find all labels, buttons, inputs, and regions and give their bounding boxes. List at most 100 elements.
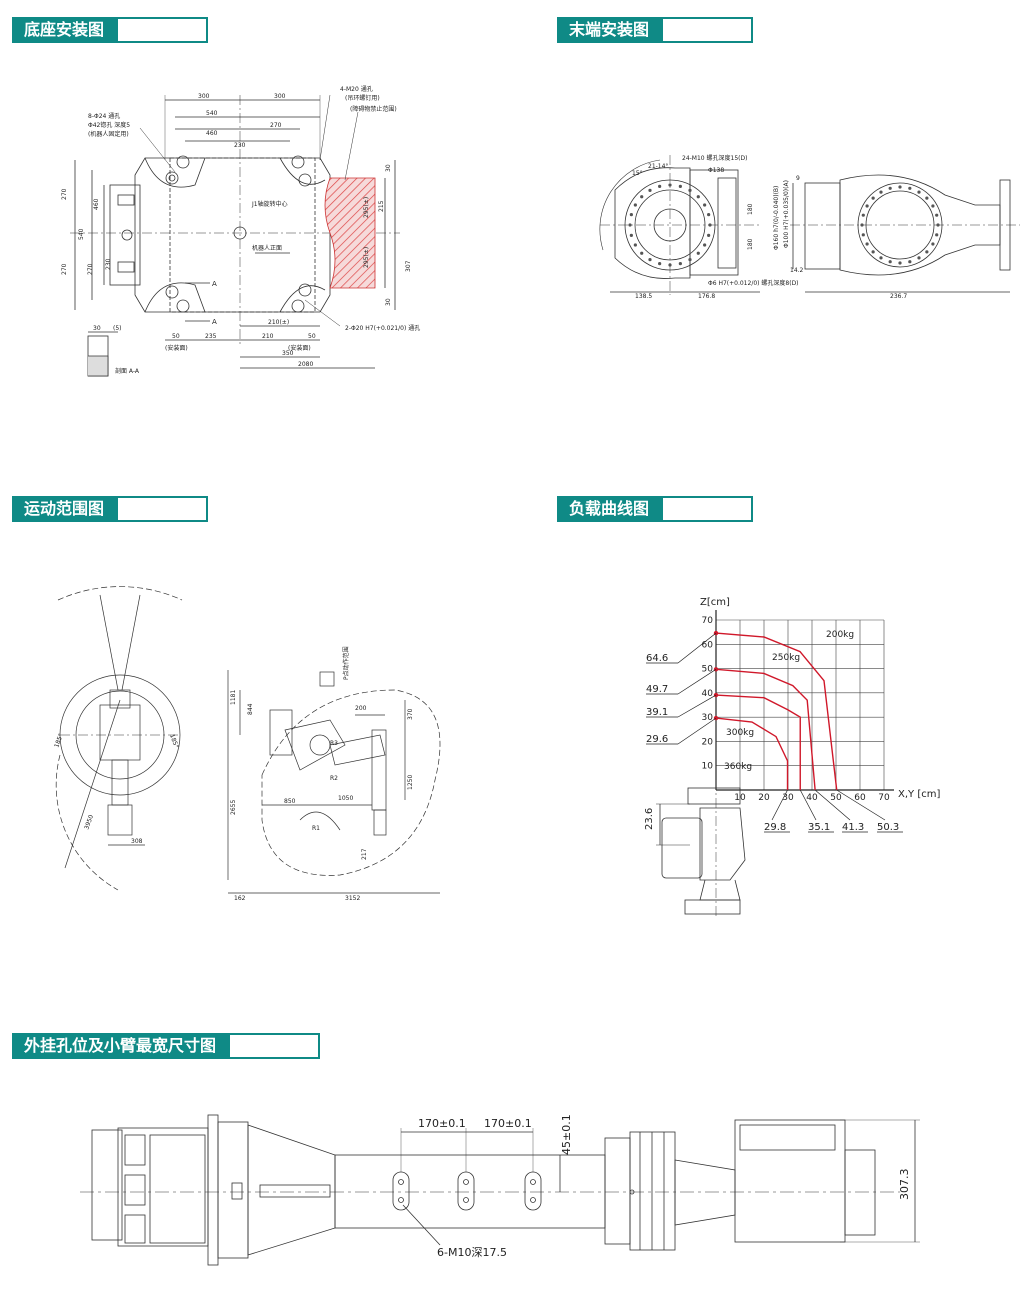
dim-left-4: 230 [105, 258, 112, 270]
chart-grid [715, 610, 894, 791]
header-base-title: 底座安装图 [12, 17, 119, 43]
chart-left-value-0: 64.6 [646, 653, 668, 664]
dim-top-1: 300 [274, 93, 286, 100]
motion-side-inner [299, 811, 341, 831]
mount-motor-cap-2 [124, 1174, 146, 1206]
end-side-bolt-hole [917, 256, 921, 260]
motion-top-robot-body [99, 704, 141, 761]
end-bolt-hole [678, 184, 682, 188]
end-side-bolt-hole [888, 186, 892, 190]
motion-side-p-point [319, 671, 335, 687]
note-front: 机器人正面 [252, 244, 282, 252]
base-hole-7 [291, 299, 305, 313]
section-dim-1: (5) [113, 325, 122, 332]
end-bolt-hole [640, 195, 644, 199]
mount-wrist-neck [674, 1159, 736, 1226]
end-bolt-hole [633, 243, 637, 247]
end-side-bolt-hole [908, 186, 912, 190]
end-side-bolt-hole [860, 223, 864, 227]
dim-bot-2: 210 [262, 333, 274, 340]
end-dia-side-1: Φ160 h7(0/-0.040)(B) [773, 186, 780, 250]
mount-hole-2 [398, 1197, 404, 1203]
mount-label-width: 307.3 [898, 1169, 911, 1201]
end-side-plate [804, 182, 841, 270]
chart-series-200kg [715, 632, 838, 791]
motion-side-label-0: 1181 [230, 690, 237, 705]
chart-ylabel: Z[cm] [700, 597, 730, 608]
base-boss-bl [144, 282, 206, 313]
note-forbid: (障碍物禁止范围) [350, 105, 397, 113]
end-bolt-hole [703, 243, 707, 247]
header-motion-title: 运动范围图 [12, 496, 119, 522]
mount-arm-rib [259, 1184, 331, 1198]
chart-robot-motor [661, 817, 703, 879]
dim-top-5: 230 [234, 142, 246, 149]
dim-bot-1: 235 [205, 333, 217, 340]
chart-x-tick: 50 [830, 793, 842, 803]
motion-top-robot-arm [111, 759, 129, 806]
end-bolt-hole [703, 203, 707, 207]
chart-robot-neck [699, 879, 741, 901]
end-drawing-text: 24-M10 螺孔深度15(D) Φ138 15° 21-14° Φ6 H7(+… [632, 154, 907, 300]
chart-left-value-2: 39.1 [646, 707, 668, 718]
base-inner-dash [169, 157, 316, 313]
mount-flange-1 [207, 1114, 219, 1266]
series-label-250kg: 250kg [772, 653, 800, 663]
base-boss-tl [144, 157, 206, 188]
end-side-bolt-hole [871, 196, 875, 200]
end-motor-inner [717, 177, 737, 269]
dim-top-4: 460 [206, 130, 218, 137]
end-note-m10: 24-M10 螺孔深度15(D) [682, 154, 747, 162]
chart-bottom-leader [836, 789, 886, 821]
mount-flange-mark [231, 1182, 243, 1200]
motion-top-robot-head [109, 689, 131, 709]
chart-xlabel: X,Y [cm] [898, 789, 940, 800]
leader-m20 [319, 94, 331, 161]
motion-side-label-3: 850 [284, 798, 296, 805]
end-bolt-hole [708, 223, 712, 227]
end-bolt-hole [696, 195, 700, 199]
end-dim-bot-1: 176.8 [698, 293, 715, 300]
motion-side-label-8: 217 [361, 848, 368, 860]
motion-top-radius [64, 699, 121, 869]
dim-left-1: 540 [78, 228, 85, 240]
motion-top-robot-wrist [107, 804, 133, 836]
dim-top-2: 540 [206, 110, 218, 117]
dim-left-3: 460 [93, 198, 100, 210]
mount-hole-5 [530, 1179, 536, 1185]
chart-robot-flange [684, 899, 741, 915]
motion-drawing-text: 185° 185° 3950 308 1181 844 2655 850 105… [53, 646, 414, 902]
mount-flange-2 [217, 1121, 249, 1259]
note-m20-sub: (吊环螺钉用) [345, 94, 380, 102]
end-dia-side-2: Φ100 H7(+0.035/0)(A) [783, 180, 790, 248]
motion-top-ray-2 [121, 594, 141, 691]
end-bolt-hole [658, 262, 662, 266]
end-side-bolt-hole [865, 242, 869, 246]
end-dim-bot-0: 138.5 [635, 293, 652, 300]
chart-series-360kg [715, 717, 789, 790]
motion-side-upper-arm [284, 719, 346, 771]
chart-robot-wrist [687, 787, 741, 805]
chart-y-tick: 30 [702, 713, 714, 723]
chart-y-tick: 70 [702, 616, 714, 626]
mount-hole-6 [530, 1197, 536, 1203]
chart-left-leader [677, 694, 717, 718]
end-drawing [599, 155, 1020, 295]
base-hole-8 [298, 283, 312, 297]
end-bolt-hole [658, 184, 662, 188]
chart-series-300kg [715, 694, 801, 790]
mount-hole-4 [463, 1197, 469, 1203]
chart-bottom-leader [814, 789, 851, 821]
end-side-bolt-hole [879, 190, 883, 194]
header-end-box [663, 17, 754, 43]
load-chart-robot [656, 780, 746, 918]
end-bolt-hole [628, 223, 632, 227]
base-left-slot-2 [117, 261, 135, 273]
end-holes [628, 183, 940, 267]
dim-bot-3: 50 [308, 333, 316, 340]
end-side-bolt-hole [908, 260, 912, 264]
mount-collar-hole [629, 1189, 635, 1195]
note-fix: (机器人固定用) [88, 130, 129, 138]
section-aa-fill [88, 355, 109, 377]
